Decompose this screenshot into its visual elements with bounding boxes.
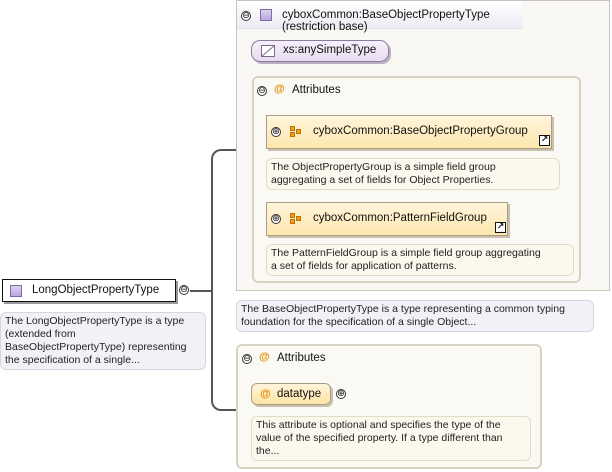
doc-line: BaseObjectPropertyType) representing [5,341,187,353]
attribute-at-icon: @ [260,388,271,400]
doc-line: The PatternFieldGroup is a simple field … [271,247,541,259]
attribute-expand-toggle[interactable]: ⊕ [336,389,346,399]
connector-root-stub [190,290,212,292]
attributes-panel: ⊖ @ Attributes @ datatype ⊕ This attribu… [236,344,542,469]
doc-line: The BaseObjectPropertyType is a type rep… [241,303,565,315]
base-attributes-panel: ⊖ @ Attributes ⊕ cyboxCommon:BaseObjectP… [252,76,581,283]
simple-type-box[interactable]: xs:anySimpleType [251,40,389,62]
attributes-label: Attributes [277,352,326,364]
base-type-panel: ⊖ cyboxCommon:BaseObjectPropertyType (re… [236,0,610,291]
attributes-collapse-toggle[interactable]: ⊖ [242,354,252,364]
doc-line: foundation for the specification of a si… [241,316,477,328]
doc-line: aggregating a set of fields for Object P… [271,174,494,186]
attribute-group-box[interactable]: ⊕ cyboxCommon:PatternFieldGroup ↗ [266,202,508,236]
attribute-name: datatype [277,388,322,400]
doc-line: the specification of a single... [5,354,140,366]
doc-line: The LongObjectPropertyType is a type [5,315,185,327]
doc-line: (extended from [5,328,76,340]
complex-type-icon [260,9,272,21]
base-type-header: ⊖ cyboxCommon:BaseObjectPropertyType (re… [237,1,523,33]
attribute-group-documentation: The PatternFieldGroup is a simple field … [266,244,574,276]
base-type-documentation: The BaseObjectPropertyType is a type rep… [236,300,594,332]
connector-bracket [211,149,237,411]
attribute-box[interactable]: @ datatype [251,383,331,405]
attribute-group-icon [290,213,302,225]
attribute-group-name: cyboxCommon:PatternFieldGroup [313,212,487,224]
attribute-group-documentation: The ObjectPropertyGroup is a simple fiel… [266,158,560,190]
base-type-collapse-toggle[interactable]: ⊖ [241,11,251,21]
simple-type-icon [261,45,275,57]
doc-line: This attribute is optional and specifies… [256,419,501,431]
link-arrow-icon[interactable]: ↗ [539,135,550,146]
simple-type-name: xs:anySimpleType [283,44,377,56]
doc-line: The ObjectPropertyGroup is a simple fiel… [271,161,496,173]
attribute-group-box[interactable]: ⊕ cyboxCommon:BaseObjectPropertyGroup ↗ [266,115,552,149]
doc-line: the... [256,445,280,457]
attribute-group-icon [290,126,302,138]
attribute-group-name: cyboxCommon:BaseObjectPropertyGroup [313,125,528,137]
group-expand-toggle[interactable]: ⊕ [271,127,281,137]
complex-type-icon [10,285,22,297]
doc-line: a set of fields for application of patte… [271,260,457,272]
root-type-name: LongObjectPropertyType [32,284,160,296]
attributes-collapse-toggle[interactable]: ⊖ [257,86,267,96]
link-arrow-icon[interactable]: ↗ [495,222,506,233]
base-type-title: cyboxCommon:BaseObjectPropertyType (rest… [282,9,490,33]
attributes-label: Attributes [292,84,341,96]
root-collapse-toggle[interactable]: ⊖ [179,285,189,295]
group-expand-toggle[interactable]: ⊕ [271,214,281,224]
attributes-at-icon: @ [259,351,270,363]
doc-line: value of the specified property. If a ty… [256,432,503,444]
root-documentation: The LongObjectPropertyType is a type (ex… [0,312,206,370]
attributes-at-icon: @ [274,83,285,95]
root-type-box[interactable]: LongObjectPropertyType [2,279,176,302]
attribute-documentation: This attribute is optional and specifies… [251,416,531,461]
